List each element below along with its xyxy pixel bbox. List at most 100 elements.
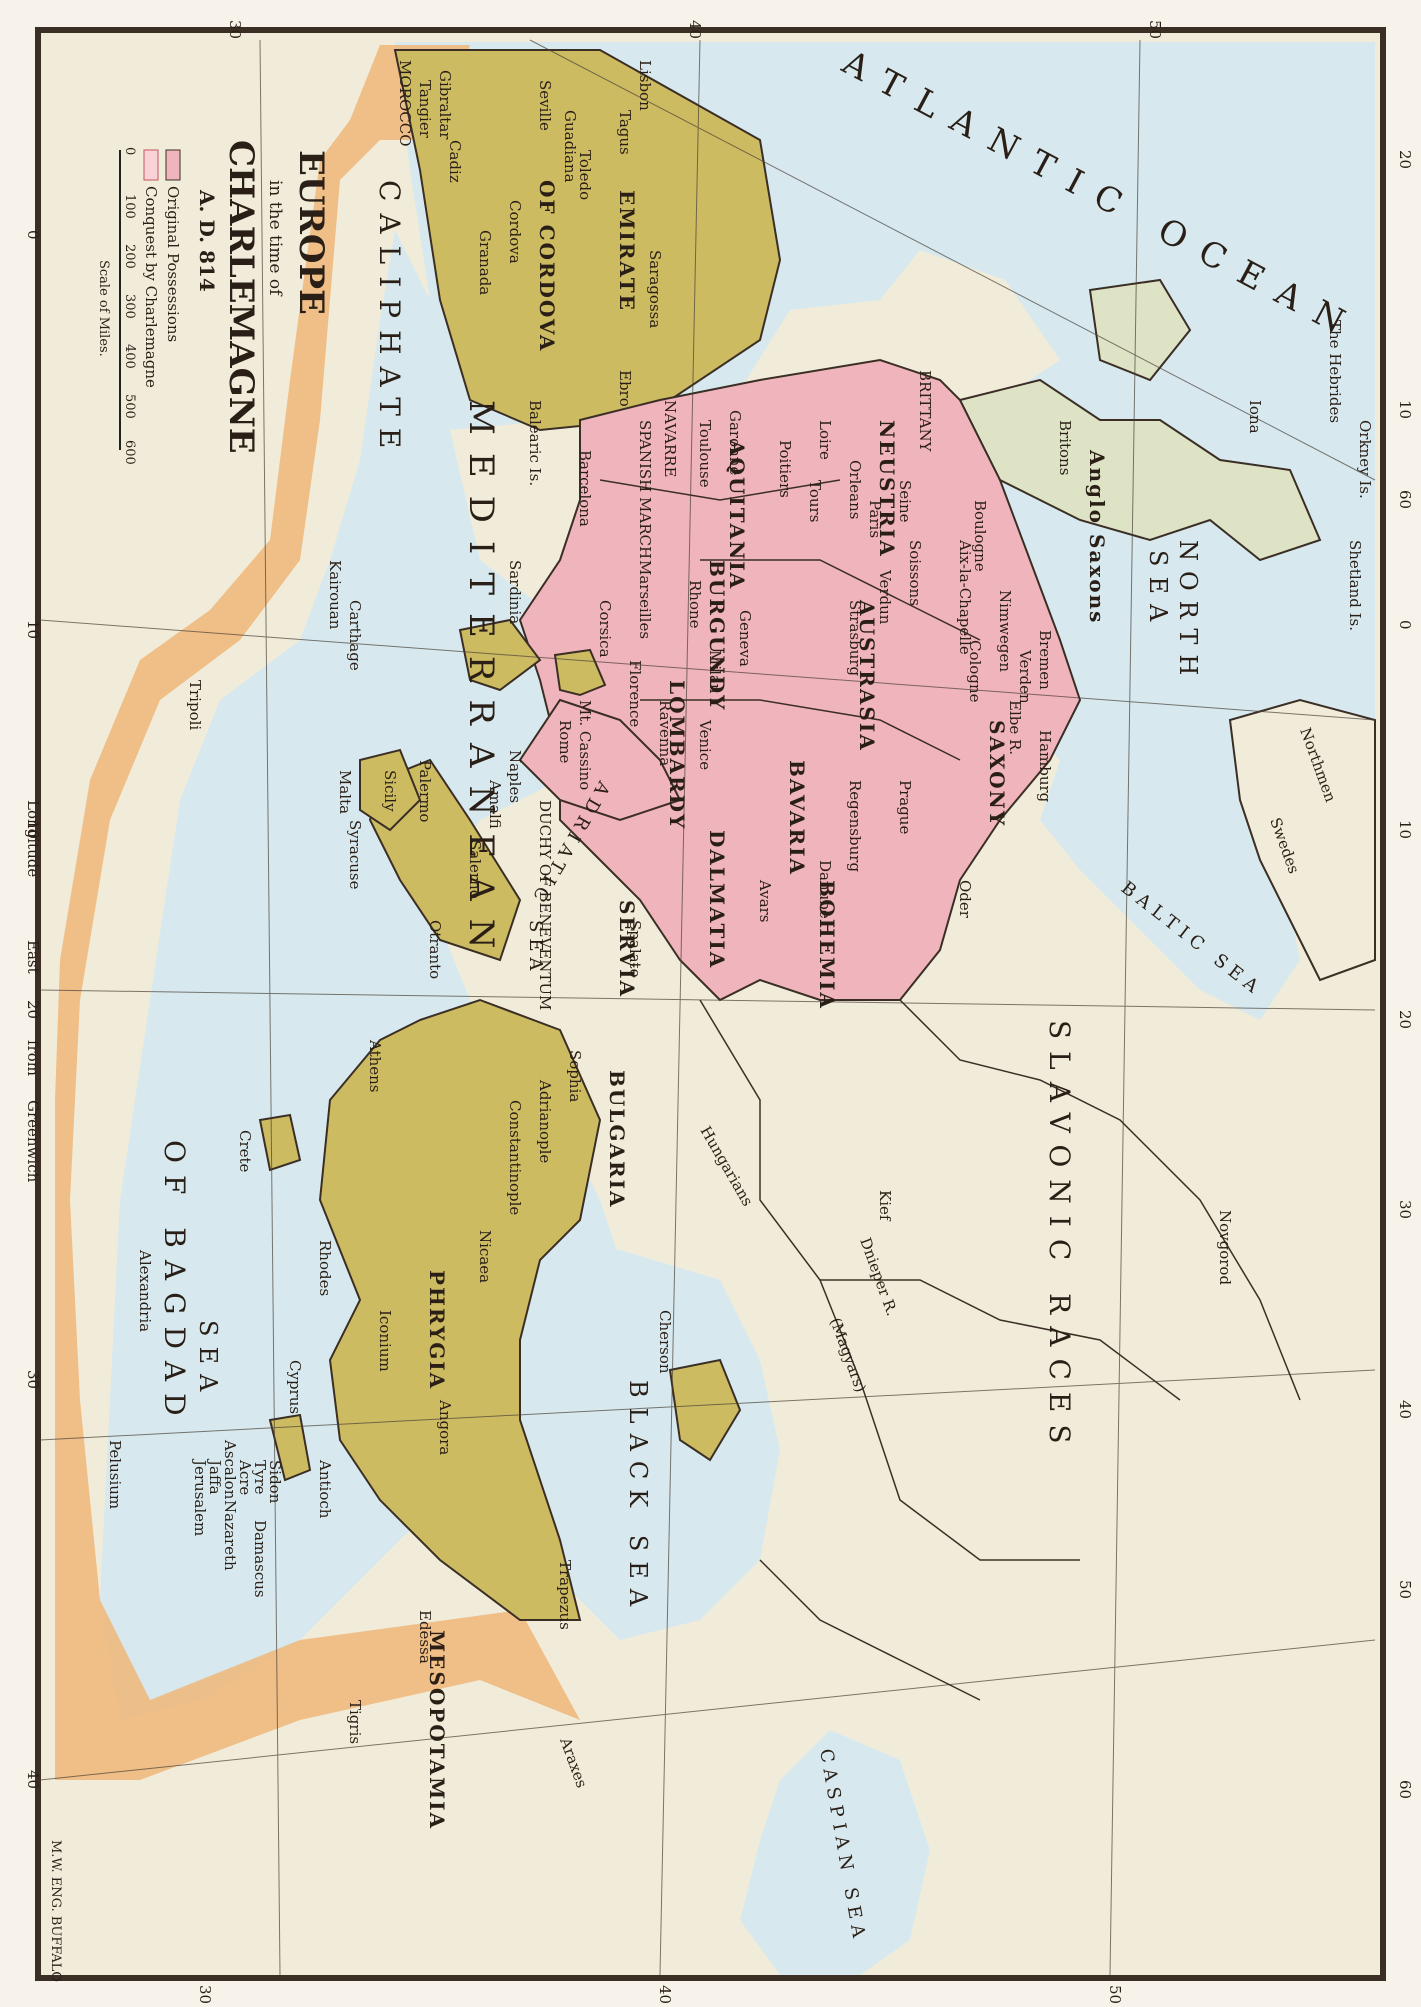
scale-tick: 0 [122,147,137,155]
city-kairouan: Kairouan [326,560,344,630]
city-venice: Venice [696,719,714,770]
city-nicaea: Nicaea [476,1230,494,1283]
lon-tick-top: 30 [226,20,244,39]
city-tangier: Tangier [416,80,434,139]
city-malta: Malta [336,770,354,814]
city-barcelona: Barcelona [576,450,594,527]
city-verdun: Verdun [876,569,894,625]
label-burgundy: BURGUNDY [705,560,729,711]
lat-left-extra: 10 [24,820,42,839]
label-aegean: SEA [194,1320,222,1401]
scale-ticks: 0 100 200 300 400 500 600 [122,147,137,465]
lat-left-tick: 30 [24,1370,42,1389]
city-salerno: Salerno [466,840,484,899]
lat-right-tick: 30 [1396,1200,1414,1219]
city-geneva: Geneva [736,610,754,667]
label-lombardy: LOMBARDY [665,680,689,830]
city-antioch: Antioch [316,1459,334,1519]
city-nazareth: Nazareth [221,1500,239,1571]
city-mt-cassino: Mt. Cassino [576,700,594,790]
label-north-sea-1: NORTH [1174,540,1202,685]
label-phrygia: PHRYGIA [425,1270,449,1390]
label-of-cordova: OF CORDOVA [535,180,559,352]
label-britons: Britons [1056,420,1074,475]
label-servia: SERVIA [615,900,639,998]
baltic-sea [1040,760,1300,1020]
label-austrasia: AUSTRASIA [855,599,879,752]
city-sidon: Sidon [266,1460,284,1504]
city-rome: Rome [556,720,574,764]
city-garonne: Garonne [726,410,744,475]
city-amalfi: Amalfi [486,779,504,829]
scale-tick: 100 [122,194,137,219]
label-slavonic-races: SLAVONIC RACES [1043,1020,1076,1456]
lat-right-tick: 10 [1396,820,1414,839]
caspian-sea [740,1730,930,1975]
legend-original: Original Possessions [164,186,182,342]
city-sicily: Sicily [381,770,399,812]
city-cologne: Cologne [966,640,984,703]
label-emirate: EMIRATE [615,190,639,312]
city-alexandria: Alexandria [136,1249,154,1332]
label-dalmatia: DALMATIA [705,830,729,969]
lat-right-tick: 10 [1396,400,1414,419]
legend-block: EUROPE in the time of CHARLEMAGNE A. D. … [96,140,331,465]
city-sophia: Sophia [566,1050,584,1102]
city-acre: Acre [236,1459,254,1495]
city-cadiz: Cadiz [446,140,464,183]
scale-tick: 300 [122,294,137,319]
crimea-territory [668,1358,742,1462]
label-caliphate: CALIPHATE [373,180,406,460]
label-morocco: MOROCCO [396,60,414,147]
city-balearic: Balearic Is. [526,400,544,486]
label-aquitania: AQUITANIA [725,439,749,590]
graticule [39,39,1376,1976]
city-boulogne: Boulogne [971,500,989,572]
legend-date: A. D. 814 [195,189,219,292]
city-oder: Oder [956,880,974,919]
city-jerusalem: Jerusalem [191,1458,209,1536]
label-bulgaria: BULGARIA [605,1070,629,1209]
city-otranto: Otranto [426,920,444,979]
grid-labels: 30 40 50 30 40 50 0 10 Longitude East 20… [24,20,1414,2004]
city-labels: Lisbon Seville Cordova Granada Toledo Sa… [106,60,1374,1790]
city-florence: Florence [626,660,644,727]
greek-empire-territory [318,998,602,1621]
city-nimwegen: Nimwegen [996,590,1014,672]
city-regensburg: Regensburg [846,780,864,872]
city-ascalon: Ascalon [221,1439,239,1500]
city-hamburg: Hamburg [1036,730,1054,803]
lat-right-tick: 0 [1396,620,1414,630]
city-ravenna: Ravenna [656,700,674,766]
greenwich-label: Greenwich [24,1100,42,1183]
city-seine: Seine [896,480,914,523]
city-aix: Aix-la-Chapelle [956,539,974,655]
city-tripoli: Tripoli [186,680,204,730]
lat-right-extra: 60 [1396,490,1414,509]
city-edessa: Edessa [416,1610,434,1664]
lombardy-territory [518,698,682,822]
city-ebro: Ebro [616,370,634,407]
label-anglo-saxons: Anglo Saxons [1085,449,1109,624]
city-rhodes: Rhodes [316,1240,334,1296]
city-bremen: Bremen [1036,630,1054,690]
legend-subtitle: in the time of [265,180,285,297]
longitude-label: Longitude [24,800,42,877]
label-bavaria: BAVARIA [785,760,809,876]
label-adriatic-sea: SEA [525,920,546,976]
scale-tick: 600 [122,440,137,465]
city-orleans: Orleans [846,460,864,519]
lat-right-tick: 40 [1396,1400,1414,1419]
label-avars: Avars [756,879,774,923]
city-damascus: Damascus [251,1520,269,1598]
city-novgorod: Novgorod [1216,1210,1234,1285]
city-tours: Tours [806,480,824,522]
city-spalato: Spalato [626,920,644,978]
city-crete: Crete [236,1130,254,1173]
city-tyre: Tyre [251,1460,269,1495]
legend-swatch-original [165,149,181,181]
label-saxony: SAXONY [985,720,1009,827]
city-jaffa: Jaffa [206,1458,224,1495]
scale-tick: 200 [122,244,137,269]
